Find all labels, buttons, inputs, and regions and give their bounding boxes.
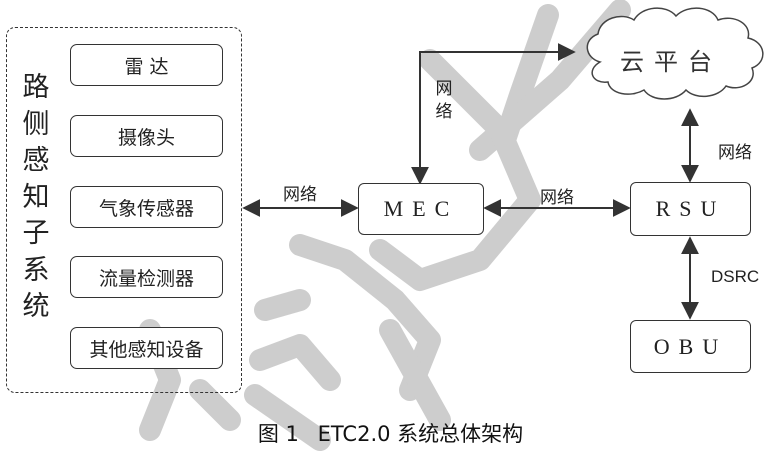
- node-mec: MEC: [358, 183, 484, 235]
- label-char: 络: [435, 102, 453, 122]
- node-cloud-label: 云平台: [620, 48, 722, 76]
- sensor-subsystem-group: [6, 27, 242, 393]
- title-char: 系: [22, 254, 50, 286]
- label-sensors-mec: 网络: [283, 185, 317, 205]
- sensor-subsystem-title: 路 侧 感 知 子 系 统: [16, 70, 56, 326]
- title-char: 侧: [22, 108, 50, 140]
- cloud-shape: [586, 7, 764, 100]
- title-char: 路: [22, 72, 50, 103]
- node-obu: OBU: [630, 320, 751, 373]
- sensor-weather: 气象传感器: [70, 186, 223, 228]
- figure-caption: 图 1 ETC2.0 系统总体架构: [0, 418, 781, 448]
- sensor-camera: 摄像头: [70, 115, 223, 157]
- label-rsu-obu: DSRC: [711, 267, 760, 286]
- figure-number: 图 1: [257, 422, 299, 446]
- sensor-radar: 雷 达: [70, 44, 223, 86]
- figure-title: ETC2.0 系统总体架构: [317, 422, 524, 446]
- label-mec-cloud: 网 络: [434, 78, 454, 124]
- label-char: 网: [435, 79, 453, 99]
- title-char: 知: [22, 181, 50, 213]
- sensor-other: 其他感知设备: [70, 327, 223, 369]
- sensor-traffic-flow: 流量检测器: [70, 256, 223, 298]
- title-char: 统: [22, 291, 50, 322]
- label-rsu-cloud: 网络: [718, 143, 752, 163]
- node-rsu: RSU: [630, 182, 751, 236]
- label-mec-rsu: 网络: [540, 188, 574, 208]
- arrow-mec-cloud: [411, 43, 576, 185]
- title-char: 感: [22, 145, 50, 176]
- title-char: 子: [22, 218, 50, 249]
